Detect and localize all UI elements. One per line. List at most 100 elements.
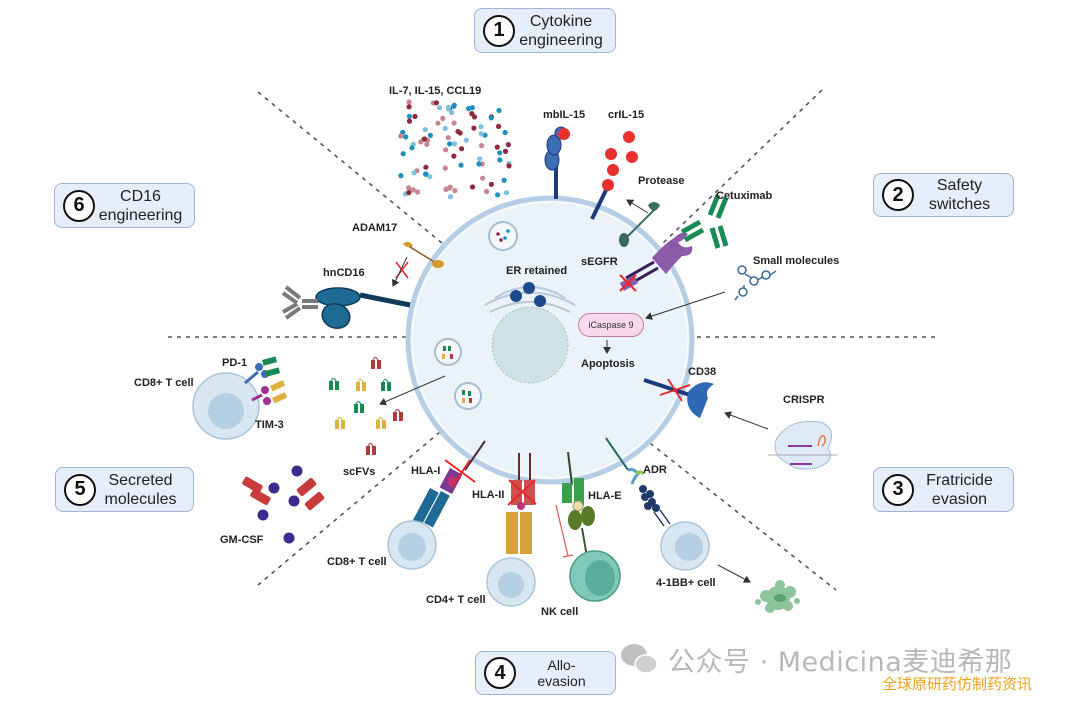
cytokine-dot — [443, 147, 449, 153]
section-cytokine-engineering: 1 Cytokine engineering — [474, 8, 616, 53]
hncd16-receptor-icon — [315, 287, 411, 330]
cytokine-dot — [423, 171, 429, 177]
scfv-icon — [366, 443, 376, 455]
cytokine-dot — [410, 187, 416, 193]
apoptotic-cell-arrow — [717, 564, 751, 583]
cytokine-dot — [406, 99, 412, 105]
cytokine-dot — [447, 194, 453, 200]
cytokine-dot — [494, 144, 500, 150]
apoptotic-cell-icon — [755, 580, 800, 613]
section-number: 5 — [64, 473, 96, 506]
scfv-icon — [335, 417, 345, 429]
cril15-icon — [590, 131, 638, 220]
label-cd8-t-cell-bottom: CD8+ T cell — [327, 556, 387, 568]
cytokine-dot — [414, 189, 421, 195]
section-title: Cytokine engineering — [519, 12, 603, 49]
er-protein — [510, 290, 522, 302]
cytokine-dot — [436, 105, 443, 111]
label-cd38: CD38 — [688, 366, 717, 378]
label-cd8-t-cell-left: CD8+ T cell — [134, 377, 194, 389]
cytokine-dot — [451, 153, 457, 159]
er-protein — [523, 282, 535, 294]
cytokine-dot — [501, 177, 507, 183]
hla2-knockout-x-icon — [507, 479, 537, 506]
cytokine-dot — [506, 163, 512, 169]
cytokine-dot — [423, 164, 429, 170]
cetuximab-antibody-icon — [680, 194, 729, 249]
cytokine-dot — [442, 125, 448, 131]
cytokine-dot — [502, 148, 509, 154]
cytokine-dot — [409, 145, 415, 151]
hla2-tcr-complex-icon — [486, 453, 536, 607]
adam17-icon — [403, 241, 444, 268]
scfv-icon — [354, 401, 364, 413]
section-title: Fratricide evasion — [926, 471, 993, 508]
scfv-icon — [371, 357, 381, 369]
section-dividers — [168, 89, 938, 591]
cytokine-dot — [478, 131, 484, 137]
cytokine-dot — [476, 161, 482, 167]
cytokine-dot — [480, 175, 486, 181]
cytokine-dot — [484, 188, 490, 195]
cytokine-dot — [411, 170, 417, 176]
hla1-tcr-complex-icon — [387, 440, 486, 570]
label-41bb-cell: 4-1BB+ cell — [656, 577, 716, 589]
cd38-receptor-icon — [643, 378, 714, 418]
cytokine-dot — [406, 104, 412, 110]
section-title: Allo- evasion — [537, 657, 586, 689]
scfv-icon — [329, 378, 339, 390]
crispr-cas9-icon — [768, 420, 837, 470]
wechat-icon — [621, 644, 658, 674]
cytokine-dot — [458, 162, 464, 168]
cytokine-dot — [477, 156, 483, 162]
cytokine-dot — [406, 185, 412, 191]
cytokine-dot — [488, 181, 494, 187]
label-gmcsf: GM-CSF — [220, 534, 264, 546]
cytokine-dot — [433, 100, 439, 106]
cytokine-vesicle — [488, 221, 518, 251]
label-crispr: CRISPR — [783, 394, 825, 406]
tim3-receptor-icon — [251, 380, 288, 405]
cytokine-dot — [488, 115, 494, 121]
cytokine-dot — [403, 134, 409, 140]
cytokine-dot — [447, 141, 453, 147]
scfv-cloud — [329, 357, 403, 455]
cytokine-dot — [412, 113, 418, 120]
label-segfr: sEGFR — [581, 256, 618, 268]
pd1-receptor-icon — [244, 356, 281, 385]
label-hlae: HLA-E — [588, 490, 622, 502]
cytokine-dot — [422, 136, 428, 142]
cytokine-dot — [449, 109, 455, 116]
divider-top-right — [659, 89, 823, 247]
cytokine-dot — [452, 188, 458, 194]
label-pd1: PD-1 — [222, 357, 248, 369]
nk-inhibition-icon — [555, 504, 574, 558]
cytokine-dot — [497, 157, 503, 163]
label-cytokines: IL-7, IL-15, CCL19 — [389, 85, 482, 97]
antibody-fc-icon — [281, 285, 318, 320]
section-cd16-engineering: 6 CD16 engineering — [54, 183, 195, 228]
car-nk-cell — [405, 195, 695, 485]
cytokine-dot — [451, 141, 458, 147]
label-protease: Protease — [638, 175, 685, 187]
label-er-retained: ER retained — [506, 265, 568, 277]
adr-receptor-icon — [605, 437, 710, 571]
cytokine-dot — [422, 127, 428, 133]
divider-bottom-left — [257, 431, 441, 586]
section-title: Secreted molecules — [104, 471, 177, 508]
cytokine-dot — [479, 143, 485, 149]
cytokine-dot — [470, 184, 476, 190]
watermark-main-text: 公众号 · Medicina麦迪希那 — [668, 647, 1013, 678]
label-cd4-t-cell: CD4+ T cell — [426, 594, 486, 606]
label-adr: ADR — [643, 464, 667, 476]
cytokine-dot — [406, 113, 412, 119]
section-allo-evasion: 4 Allo- evasion — [475, 651, 616, 695]
label-scfvs: scFVs — [343, 466, 376, 478]
watermark-text: 公众号 · Medicina麦迪希那 — [668, 640, 1012, 679]
label-hla1: HLA-I — [411, 465, 441, 477]
cytokine-dot — [503, 190, 510, 196]
cytokine-dot — [445, 104, 451, 111]
section-secreted-molecules: 5 Secreted molecules — [55, 467, 194, 512]
section-number: 1 — [483, 14, 515, 47]
